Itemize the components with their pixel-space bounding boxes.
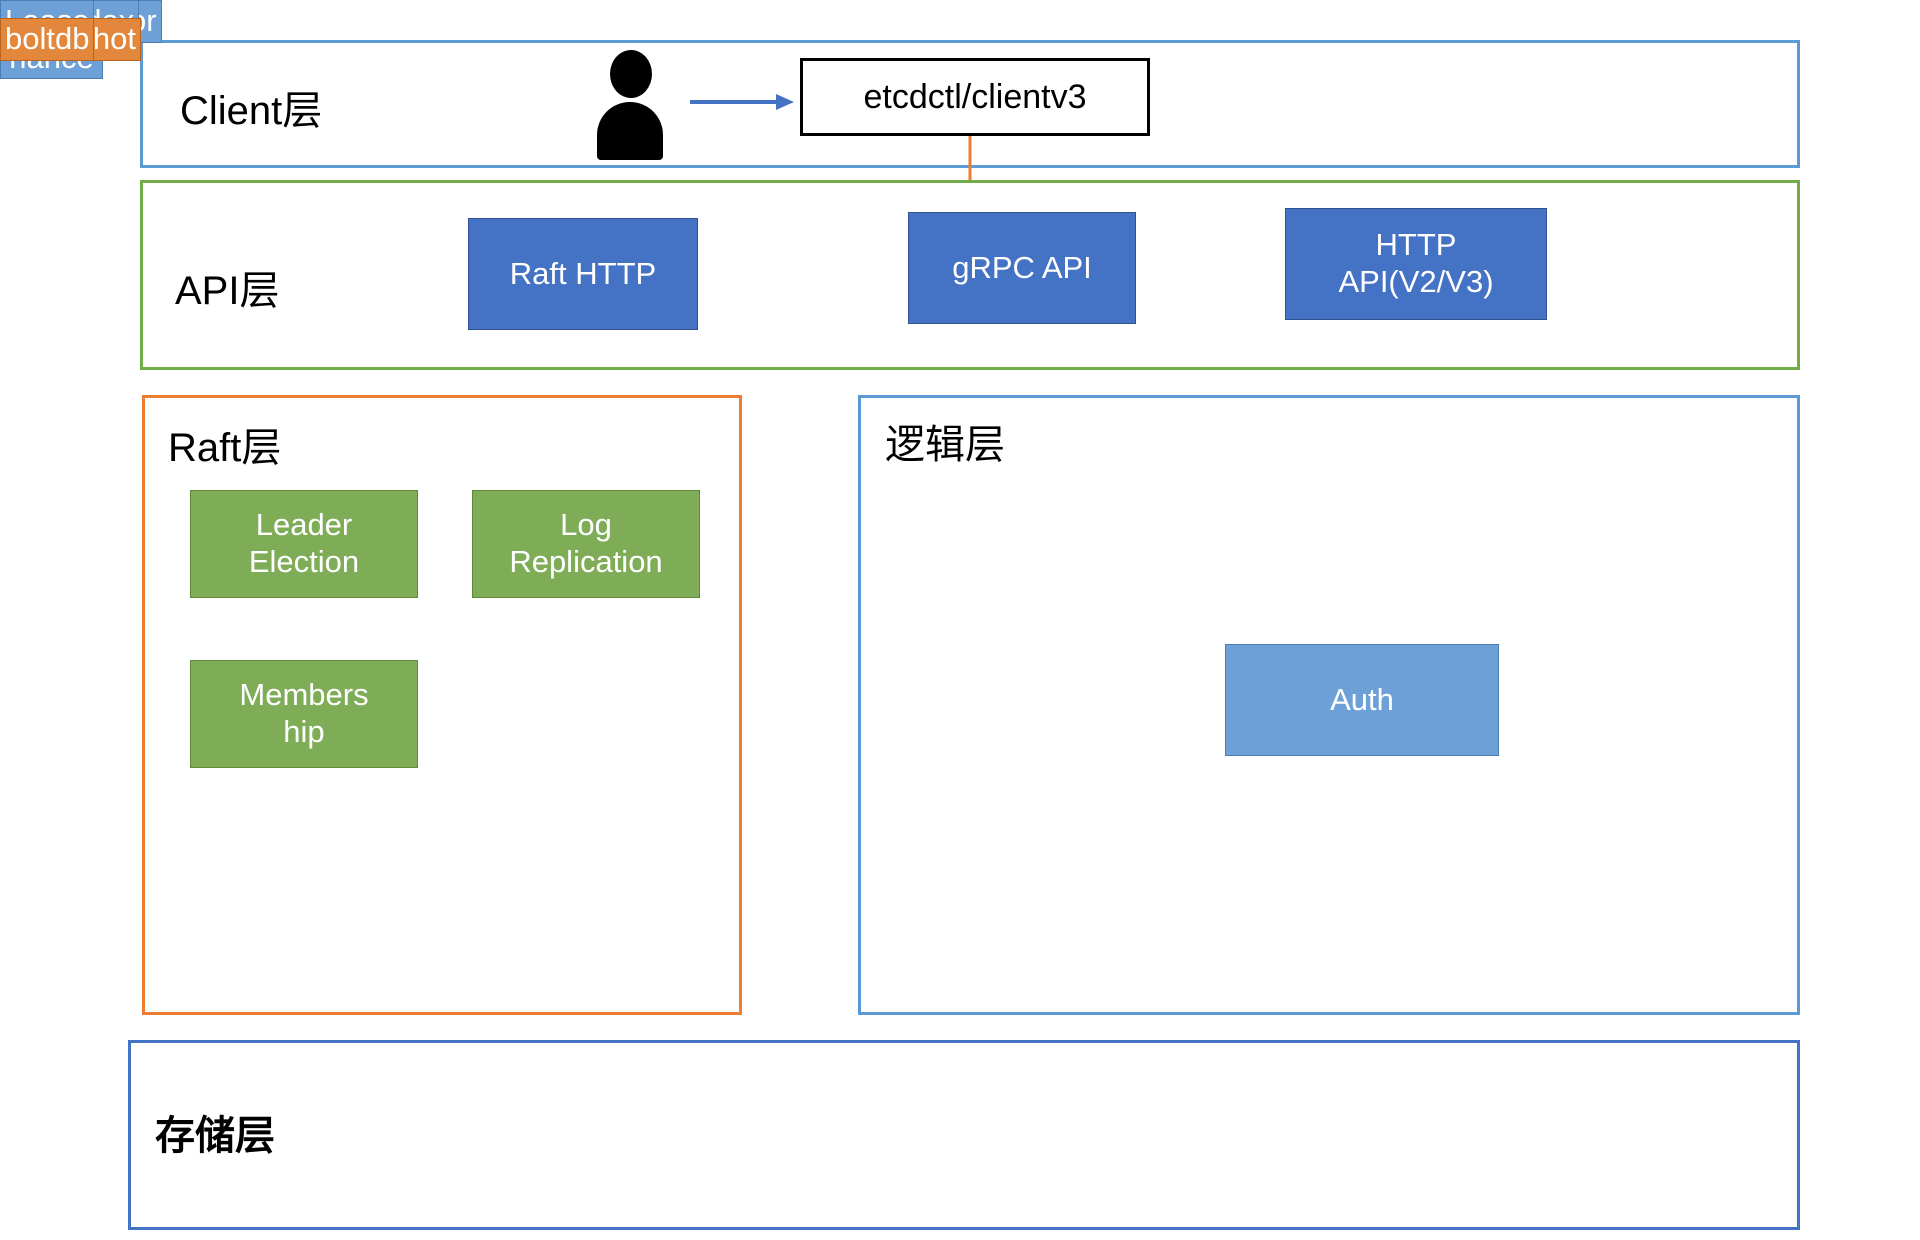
layer-client-title: Client层 <box>180 89 323 133</box>
person-icon <box>592 50 668 160</box>
person-body-shape <box>597 102 663 160</box>
arrow-right-icon <box>690 94 794 110</box>
storage-box-boltdb[interactable]: boltdb <box>0 18 95 61</box>
raft-box-leader-election[interactable]: Leader Election <box>190 490 418 598</box>
layer-storage <box>128 1040 1800 1230</box>
layer-logic-title: 逻辑层 <box>885 423 1005 467</box>
layer-raft-title: Raft层 <box>168 426 282 470</box>
api-box-raft-http[interactable]: Raft HTTP <box>468 218 698 330</box>
raft-box-membership[interactable]: Members hip <box>190 660 418 768</box>
person-head-shape <box>610 50 652 98</box>
logic-box-auth[interactable]: Auth <box>1225 644 1499 756</box>
raft-box-log-replication[interactable]: Log Replication <box>472 490 700 598</box>
api-box-http-api[interactable]: HTTP API(V2/V3) <box>1285 208 1547 320</box>
mvcc-group-label: MVCC <box>0 0 1920 18</box>
layer-api-title: API层 <box>175 269 280 313</box>
etcdctl-client-box[interactable]: etcdctl/clientv3 <box>800 58 1150 136</box>
api-box-grpc-api[interactable]: gRPC API <box>908 212 1136 324</box>
layer-storage-title: 存储层 <box>155 1114 275 1158</box>
